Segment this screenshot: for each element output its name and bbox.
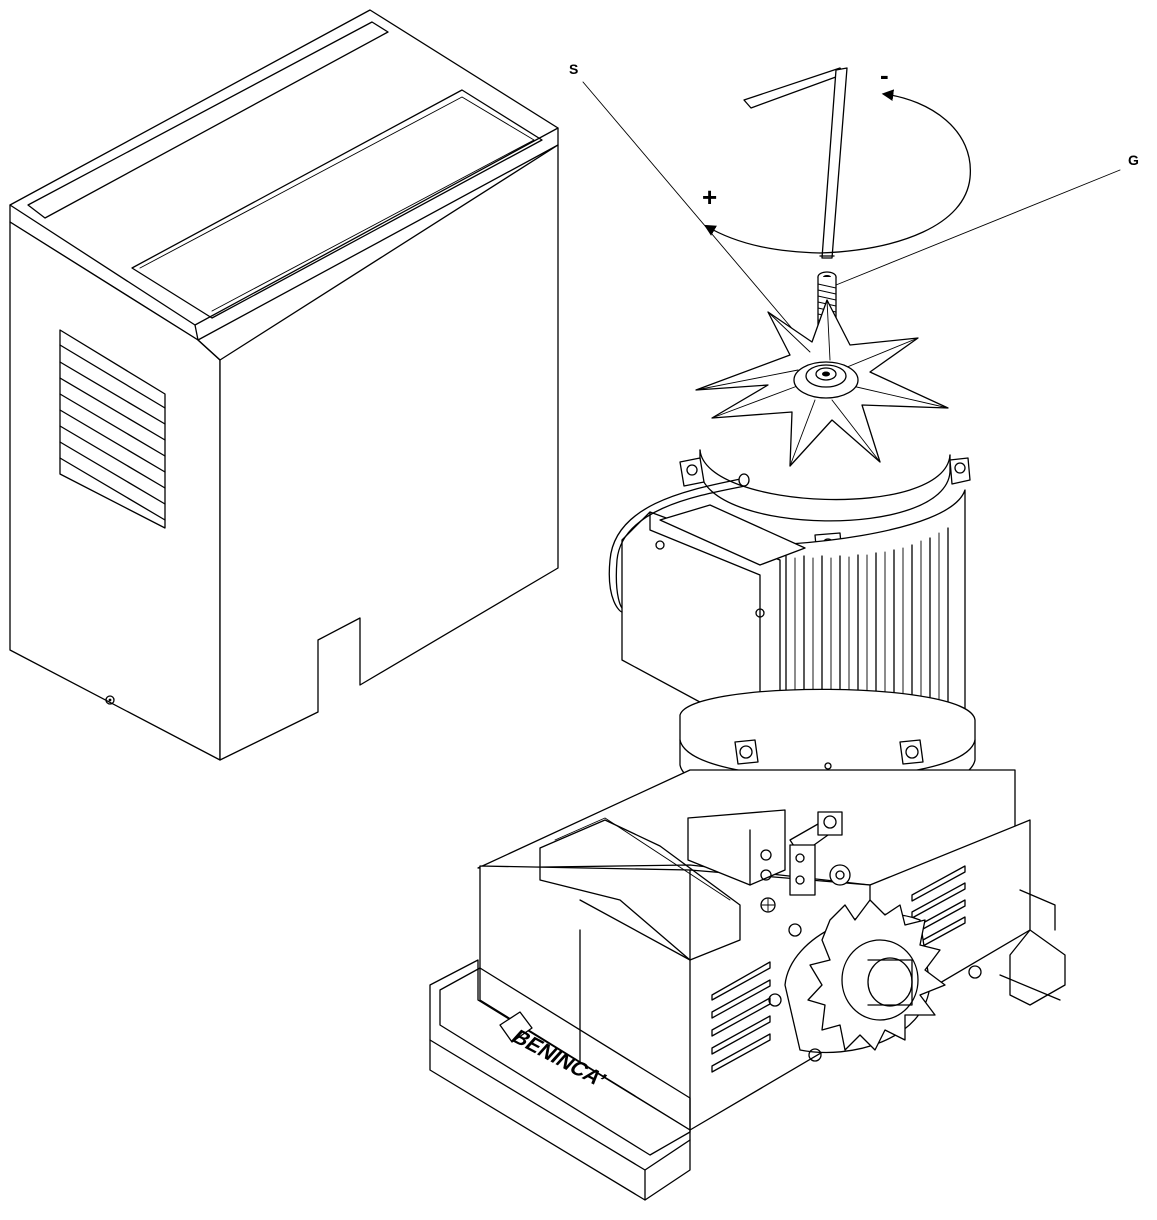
leader-line-g bbox=[835, 169, 1121, 286]
rotation-arrow-icon bbox=[703, 89, 971, 254]
cooling-fan bbox=[695, 299, 949, 467]
pinion-gear bbox=[784, 899, 946, 1054]
limit-switch bbox=[687, 809, 851, 913]
rotation-plus-label: + bbox=[702, 182, 718, 212]
rotation-minus-label: - bbox=[880, 60, 889, 90]
electric-motor bbox=[608, 299, 976, 801]
cover-vent-louvres bbox=[59, 329, 166, 529]
cover-housing bbox=[9, 9, 559, 761]
leader-line-s bbox=[582, 81, 813, 353]
cover-screw-bottom bbox=[105, 695, 115, 705]
terminal-box bbox=[621, 504, 806, 729]
allen-key-icon bbox=[743, 67, 848, 259]
callout-label-g: G bbox=[1128, 152, 1139, 168]
gear-motor-base: BENINCA’ bbox=[429, 769, 1066, 1201]
callout-label-s: S bbox=[569, 61, 579, 77]
